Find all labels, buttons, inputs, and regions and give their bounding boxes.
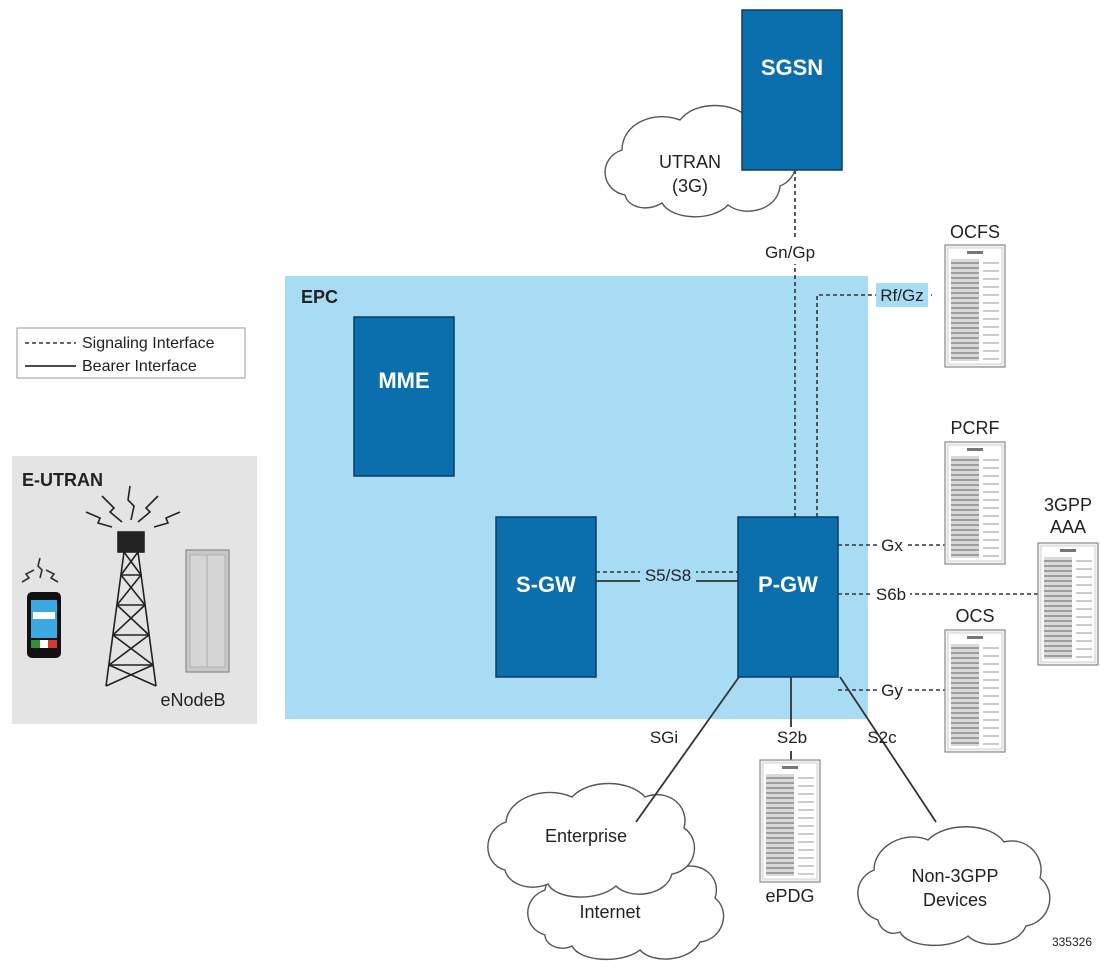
s2b-label: S2b bbox=[777, 728, 807, 747]
utran-label-line1: UTRAN bbox=[659, 152, 721, 172]
eutran-region-label: E-UTRAN bbox=[22, 470, 103, 490]
enodeb-label: eNodeB bbox=[160, 690, 225, 710]
aaa-server-icon bbox=[1037, 542, 1099, 666]
non3gpp-cloud bbox=[857, 826, 1051, 946]
cell-tower-icon bbox=[85, 485, 181, 687]
sgsn-label: SGSN bbox=[761, 55, 823, 80]
pcrf-server-icon bbox=[944, 441, 1006, 565]
pcrf-label: PCRF bbox=[951, 418, 1000, 438]
sgsn-node bbox=[741, 9, 843, 171]
internet-label: Internet bbox=[579, 902, 640, 922]
legend: Signaling Interface Bearer Interface bbox=[16, 327, 246, 379]
sgw-label: S-GW bbox=[516, 572, 576, 597]
epdg-label: ePDG bbox=[765, 886, 814, 906]
ocfs-server-icon bbox=[944, 244, 1006, 368]
legend-signaling-label: Signaling Interface bbox=[82, 335, 215, 352]
gn-gp-label: Gn/Gp bbox=[765, 243, 815, 262]
s2c-link bbox=[839, 676, 937, 823]
rf-gz-link bbox=[816, 294, 932, 517]
epc-region-label: EPC bbox=[301, 287, 338, 307]
epdg-server-icon bbox=[759, 759, 821, 883]
s6b-label: S6b bbox=[876, 585, 906, 604]
gy-label: Gy bbox=[881, 681, 903, 700]
aaa-label-line2: AAA bbox=[1050, 517, 1086, 537]
pgw-node bbox=[737, 516, 839, 678]
ocs-server-icon bbox=[944, 629, 1006, 753]
enodeb-cabinet-icon bbox=[185, 549, 230, 673]
s2c-label: S2c bbox=[867, 728, 897, 747]
ocfs-label: OCFS bbox=[950, 222, 1000, 242]
gx-label: Gx bbox=[881, 536, 903, 555]
ocs-label: OCS bbox=[955, 606, 994, 626]
non3gpp-label-line1: Non-3GPP bbox=[911, 866, 998, 886]
mobile-phone-icon bbox=[21, 557, 61, 658]
sgi-label: SGi bbox=[650, 728, 678, 747]
figure-id: 335326 bbox=[1052, 935, 1092, 949]
mme-node bbox=[353, 316, 455, 477]
aaa-label-line1: 3GPP bbox=[1044, 495, 1092, 515]
pgw-label: P-GW bbox=[758, 572, 818, 597]
non3gpp-label-line2: Devices bbox=[923, 890, 987, 910]
enterprise-label: Enterprise bbox=[545, 826, 627, 846]
utran-label-line2: (3G) bbox=[672, 176, 708, 196]
mme-label: MME bbox=[378, 368, 429, 393]
legend-bearer-label: Bearer Interface bbox=[82, 358, 197, 375]
rf-gz-label: Rf/Gz bbox=[880, 286, 923, 305]
sgi-link bbox=[635, 676, 740, 823]
sgw-node bbox=[495, 516, 597, 678]
s5-s8-label: S5/S8 bbox=[645, 566, 691, 585]
